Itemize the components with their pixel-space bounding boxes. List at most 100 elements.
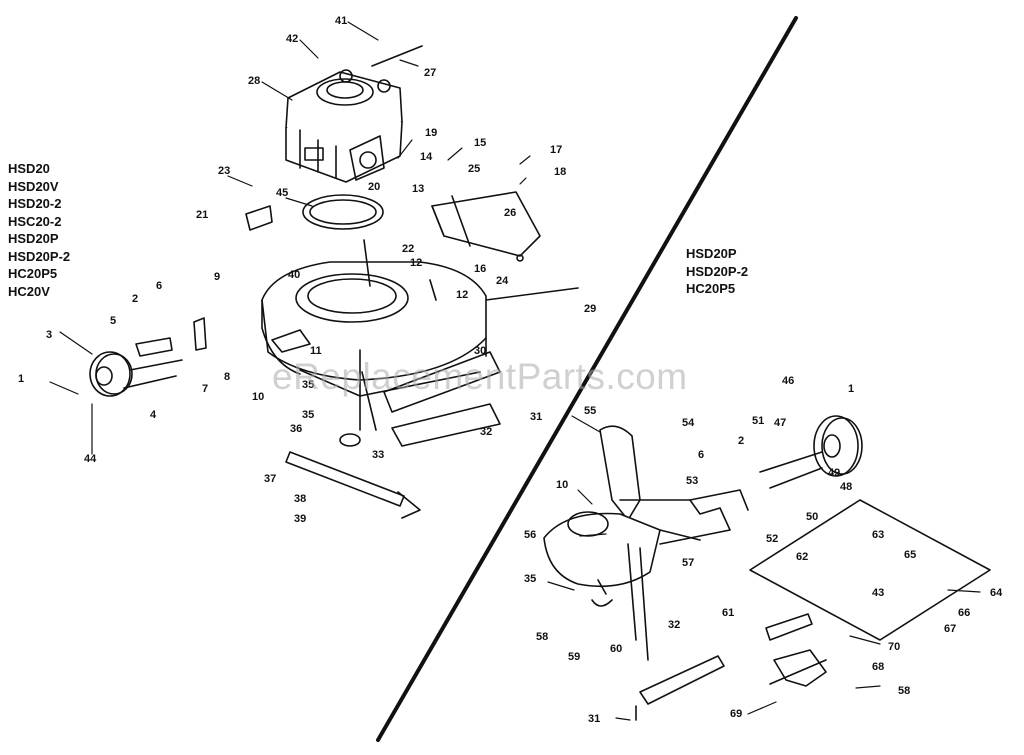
part-callout-number: 58	[898, 685, 910, 697]
part-callout-number: 40	[288, 269, 300, 281]
part-callout-number: 16	[474, 263, 486, 275]
part-callout-number: 67	[944, 623, 956, 635]
part-callout-number: 15	[474, 137, 486, 149]
part-callout-number: 56	[524, 529, 536, 541]
part-callout-number: 70	[888, 641, 900, 653]
model-label: HSD20P	[8, 231, 59, 246]
part-callout-number: 49	[828, 467, 840, 479]
part-callout-number: 12	[410, 257, 422, 269]
right-blade-32	[639, 655, 725, 705]
part-callout-number: 54	[682, 417, 695, 429]
part-callout-number: 52	[766, 533, 778, 545]
model-label: HSC20-2	[8, 213, 62, 229]
watermark-text: eReplacementParts.com	[272, 356, 688, 397]
part-callout-number: 39	[294, 513, 306, 525]
part-callout-number: 2	[738, 435, 744, 447]
part-callout-number: 66	[958, 607, 970, 619]
part-callout-number: 10	[252, 391, 264, 403]
model-label: HSD20-2	[8, 196, 62, 211]
mower-deck-drawing	[261, 239, 487, 431]
rear-flap	[391, 403, 501, 447]
part-callout-number: 45	[276, 187, 288, 199]
part-callout-number: 12	[456, 289, 468, 301]
part-callout-number: 22	[402, 243, 414, 255]
model-label: HSD20P-2	[686, 263, 749, 279]
part-callout-number: 7	[202, 383, 208, 395]
part-callout-number: 58	[536, 631, 548, 643]
part-callout-number: 35	[302, 379, 314, 391]
part-callout-number: 4	[150, 409, 157, 421]
part-callout-number: 13	[412, 183, 424, 195]
part-callout-number: 42	[286, 33, 298, 45]
part-callout-number: 51	[752, 415, 764, 427]
part-callout-number: 8	[224, 371, 230, 383]
part-callout-number: 10	[556, 479, 568, 491]
part-callout-number: 6	[698, 449, 704, 461]
part-callout-number: 26	[504, 207, 516, 219]
gasket-ring	[302, 194, 384, 230]
part-callout-number: 48	[840, 481, 852, 493]
part-callout-number: 59	[568, 651, 580, 663]
transmission-68	[773, 649, 827, 687]
model-label: HSD20P	[686, 246, 737, 261]
part-callout-number: 33	[372, 449, 384, 461]
section-divider	[376, 16, 798, 742]
part-callout-number: 69	[730, 708, 742, 720]
part-callout-number: 1	[18, 373, 24, 385]
part-callout-number: 35	[524, 573, 536, 585]
drive-belt-outline	[749, 499, 991, 641]
part-callout-number: 44	[84, 453, 97, 465]
model-label: HC20P5	[8, 266, 58, 281]
rear-skirt	[383, 351, 501, 413]
part-callout-number: 6	[156, 280, 162, 292]
part-callout-number: 35	[302, 409, 314, 421]
part-callout-number: 38	[294, 493, 306, 505]
wheel-left-drawing	[89, 317, 207, 397]
part-callout-number: 3	[46, 329, 52, 341]
discharge-chute-drawing	[431, 191, 541, 262]
part-callout-number: 11	[310, 345, 322, 357]
part-callout-number: 2	[132, 293, 138, 305]
part-callout-number: 61	[722, 607, 734, 619]
part-callout-number: 14	[420, 151, 433, 163]
bracket-21	[245, 205, 273, 231]
wheel-right-drawing	[759, 415, 863, 489]
part-callout-number: 31	[530, 411, 542, 423]
model-label: HSD20	[8, 161, 50, 176]
part-callout-number: 60	[610, 643, 622, 655]
part-callout-number: 31	[588, 713, 600, 725]
part-callout-number: 53	[686, 475, 698, 487]
part-callout-number: 25	[468, 163, 480, 175]
part-callout-number: 29	[584, 303, 596, 315]
part-callout-number: 37	[264, 473, 276, 485]
part-callout-number: 47	[774, 417, 786, 429]
part-callout-number: 28	[248, 75, 260, 87]
part-callout-number: 32	[480, 426, 492, 438]
drive-tube-61	[765, 613, 813, 641]
model-label: HSD20P-2	[8, 248, 71, 264]
model-list-left: HSD20 HSD20V HSD20-2 HSC20-2 HSD20P HSD2…	[8, 160, 70, 300]
part-callout-number: 1	[848, 383, 854, 395]
part-callout-number: 57	[682, 557, 694, 569]
model-label: HC20V	[8, 283, 50, 299]
part-callout-number: 32	[668, 619, 680, 631]
part-callout-number: 62	[796, 551, 808, 563]
part-callout-number: 64	[990, 587, 1003, 599]
part-callout-number: 68	[872, 661, 884, 673]
part-callout-number: 63	[872, 529, 884, 541]
part-callout-number: 21	[196, 209, 208, 221]
blade-left	[285, 451, 405, 507]
self-propel-housing-drawing	[543, 425, 749, 661]
part-callout-number: 41	[335, 15, 347, 27]
model-label: HC20P5	[686, 281, 736, 296]
part-callout-number: 55	[584, 405, 596, 417]
part-callout-number: 23	[218, 165, 230, 177]
part-callout-number: 17	[550, 144, 562, 156]
part-callout-number: 5	[110, 315, 116, 327]
part-callout-number: 36	[290, 423, 302, 435]
part-callout-number: 20	[368, 181, 380, 193]
engine-drawing	[285, 45, 423, 183]
